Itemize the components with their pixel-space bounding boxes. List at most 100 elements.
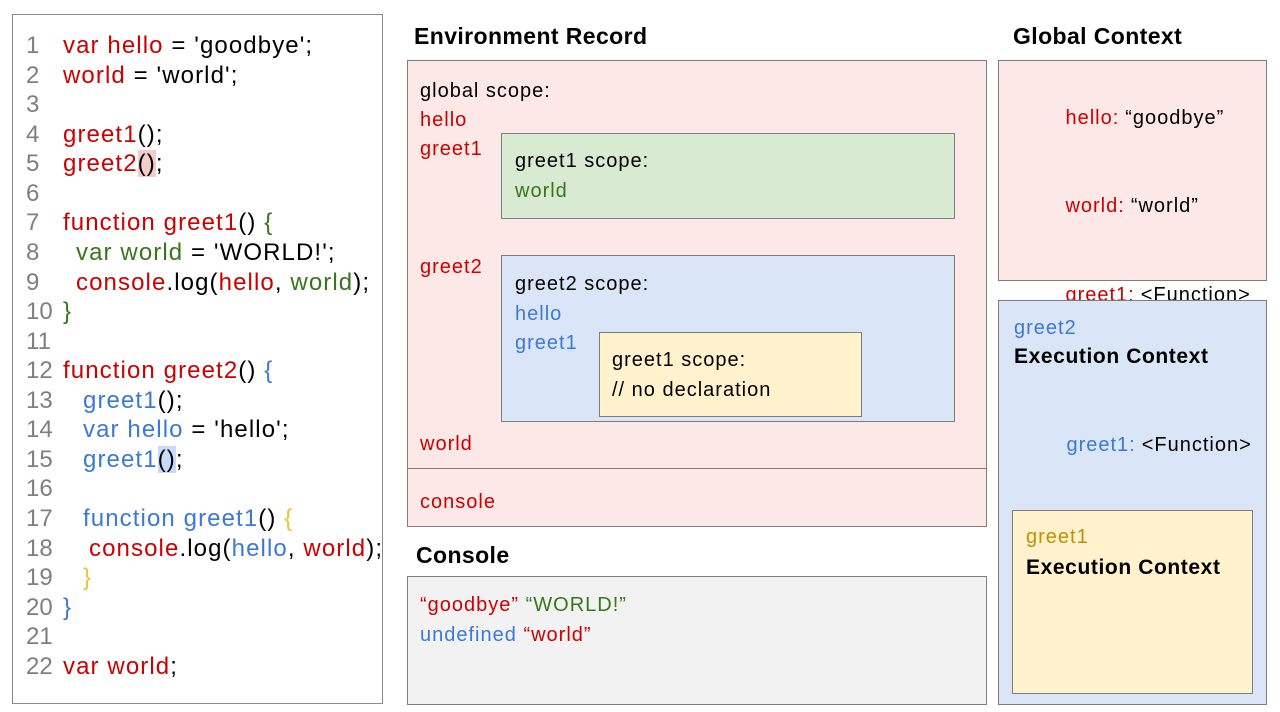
no-declaration-comment: // no declaration <box>612 378 772 401</box>
code-token: greet2 <box>63 150 138 178</box>
code-token: { <box>264 357 274 385</box>
greet2-scope-var-hello: hello <box>515 302 563 325</box>
code-token: ; <box>170 652 179 680</box>
code-token: console <box>89 534 180 562</box>
line-number: 16 <box>26 475 53 503</box>
global-var-greet2: greet2 <box>420 256 483 278</box>
code-token: function greet1 <box>63 209 239 237</box>
code-token: } <box>83 564 93 592</box>
code-token: (); <box>137 120 164 148</box>
inner-greet1-scope-box: greet1 scope: // no declaration <box>599 332 862 417</box>
code-text: function greet2() { <box>63 357 273 384</box>
code-line-20: 20} <box>13 593 382 623</box>
code-line-4: 4 greet1(); <box>13 120 382 150</box>
line-number: 9 <box>26 268 40 296</box>
code-line-6: 6 <box>13 179 382 209</box>
code-token: world <box>290 268 354 296</box>
code-token: ; <box>155 150 164 178</box>
code-line-14: 14 var hello = 'hello'; <box>13 415 382 445</box>
code-line-9: 9 console.log(hello, world); <box>13 268 382 298</box>
code-token: () <box>137 150 156 178</box>
code-text: } <box>63 298 72 325</box>
code-token: , <box>274 268 291 296</box>
line-number: 4 <box>26 120 40 148</box>
environment-record-title: Environment Record <box>414 23 648 49</box>
global-context-box: hello:“goodbye” world:“world” greet1:<Fu… <box>998 60 1267 502</box>
code-token: world <box>63 61 126 89</box>
code-token: greet1 <box>63 120 138 148</box>
code-text: function greet1() { <box>63 209 273 236</box>
code-token: = 'world'; <box>125 61 239 89</box>
code-token: undefined <box>420 623 517 646</box>
code-text: function greet1() { <box>63 505 293 532</box>
code-token: = 'goodbye'; <box>163 32 314 59</box>
line-number: 7 <box>26 209 40 237</box>
code-token: = 'hello'; <box>183 416 290 444</box>
line-number: 17 <box>26 505 53 532</box>
code-text: greet2(); <box>63 150 164 178</box>
global-scope-label: global scope: <box>420 80 551 102</box>
code-text: console.log(hello, world); <box>63 269 370 296</box>
code-line-2: 2 world = 'world'; <box>13 61 382 91</box>
greet2-scope-box: greet2 scope: hello greet1 greet1 scope:… <box>501 255 955 422</box>
line-number: 21 <box>26 623 53 651</box>
code-text: var hello = 'hello'; <box>63 416 290 443</box>
global-var-world: world <box>420 433 473 455</box>
code-token: world <box>303 534 367 562</box>
line-number: 20 <box>26 593 53 621</box>
line-number: 18 <box>26 534 53 562</box>
code-token: { <box>264 209 274 237</box>
line-number: 2 <box>26 61 40 89</box>
greet2-ec-entry-greet1: greet1:<Function> <box>1066 433 1252 456</box>
code-text: world = 'world'; <box>63 62 239 89</box>
line-number: 22 <box>26 652 53 680</box>
code-token: “goodbye” <box>420 594 520 616</box>
code-token: function greet2 <box>63 357 239 385</box>
code-token: .log( <box>179 534 232 562</box>
code-line-3: 3 <box>13 90 382 120</box>
global-context-entry-hello: hello:“goodbye” <box>1065 106 1225 129</box>
code-token: ; <box>175 445 184 473</box>
code-text: } <box>63 564 92 591</box>
code-line-16: 16 <box>13 474 382 504</box>
global-var-hello: hello <box>420 109 468 131</box>
code-token: var hello <box>83 416 184 444</box>
code-token: { <box>284 505 294 532</box>
code-token: greet1 <box>83 386 158 414</box>
line-number: 15 <box>26 445 53 473</box>
line-number: 6 <box>26 179 40 207</box>
code-token: “world” <box>523 623 592 646</box>
code-token: hello <box>218 268 275 296</box>
line-number: 3 <box>26 91 40 119</box>
greet1-execution-context-box: greet1 Execution Context <box>1012 510 1253 694</box>
global-context-title: Global Context <box>1013 23 1183 49</box>
environment-record-box: global scope: hello greet1 greet1 scope:… <box>407 60 987 527</box>
code-token: () <box>157 445 176 473</box>
code-token: ); <box>353 268 371 296</box>
code-token: console <box>76 268 167 296</box>
console-binding-label: console <box>420 491 496 513</box>
greet2-execution-context-box: greet2 Execution Context greet1:<Functio… <box>998 300 1267 705</box>
line-number: 10 <box>26 298 53 326</box>
line-number: 5 <box>26 150 40 178</box>
greet1-execution-context-name: greet1 <box>1026 526 1089 548</box>
code-text: var world = 'WORLD!'; <box>63 239 336 266</box>
code-text: greet1(); <box>63 121 164 148</box>
greet2-execution-context-name: greet2 <box>1014 317 1077 339</box>
greet1-scope-label: greet1 scope: <box>515 150 650 172</box>
greet2-scope-label: greet2 scope: <box>515 273 650 295</box>
code-line-10: 10} <box>13 297 382 327</box>
code-text: greet1(); <box>63 387 184 414</box>
line-number: 1 <box>26 32 40 59</box>
greet1-execution-context-label: Execution Context <box>1026 555 1221 579</box>
line-number: 13 <box>26 386 53 414</box>
line-number: 14 <box>26 416 53 444</box>
code-line-15: 15 greet1(); <box>13 445 382 475</box>
code-token: .log( <box>166 268 219 296</box>
code-token: greet1 <box>83 445 158 473</box>
line-number: 12 <box>26 357 53 385</box>
code-token: ); <box>366 534 384 562</box>
